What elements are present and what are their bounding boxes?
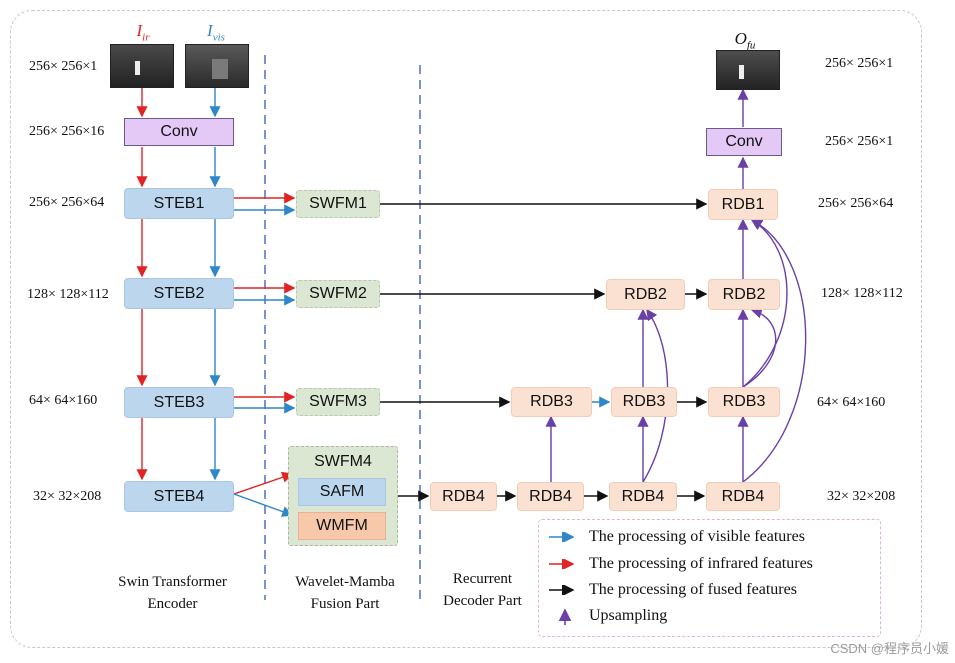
link-ir-steb4-swfm4 [233, 471, 294, 495]
steb4-block: STEB4 [124, 481, 234, 512]
conv-input-block: Conv [124, 118, 234, 146]
rdb3-b-block: RDB3 [611, 387, 677, 417]
fused-image [716, 50, 780, 90]
dim-right-output: 256× 256×1 [825, 56, 894, 71]
swfm3-block: SWFM3 [296, 388, 380, 416]
legend-fused-arrow [549, 585, 575, 595]
legend-upsampling-arrow [558, 608, 572, 625]
legend-visible: The processing of visible features [549, 527, 805, 547]
rdb4-b-block: RDB4 [517, 482, 584, 511]
dim-left-input: 256× 256×1 [29, 59, 98, 74]
rdb1-block: RDB1 [708, 189, 778, 220]
safm-block: SAFM [298, 478, 386, 506]
rdb2-b-block: RDB2 [708, 279, 780, 310]
swfm1-block: SWFM1 [296, 190, 380, 218]
up-rdb4d-rdb1-curve [742, 219, 807, 483]
rdb2-a-block: RDB2 [606, 279, 685, 310]
input-vis-label: Ivis [207, 21, 225, 44]
swfm4-label: SWFM4 [314, 453, 372, 470]
infrared-image [110, 44, 174, 88]
input-ir-label: Iir [136, 21, 150, 44]
dim-right-rdb2: 128× 128×112 [821, 286, 903, 301]
legend-upsampling: Upsampling [549, 606, 667, 626]
rdb4-d-block: RDB4 [706, 482, 780, 511]
rdb4-c-block: RDB4 [609, 482, 677, 511]
rdb3-c-block: RDB3 [708, 387, 780, 417]
link-vis-steb4-swfm4 [233, 493, 294, 517]
legend: The processing of visible features The p… [538, 519, 881, 637]
dim-left-conv: 256× 256×16 [29, 124, 105, 139]
dim-left-steb1: 256× 256×64 [29, 195, 105, 210]
rdb3-a-block: RDB3 [511, 387, 592, 417]
rdb4-a-block: RDB4 [430, 482, 497, 511]
dim-right-rdb1: 256× 256×64 [818, 196, 894, 211]
steb3-block: STEB3 [124, 387, 234, 418]
dim-left-steb4: 32× 32×208 [33, 489, 102, 504]
dim-right-rdb3: 64× 64×160 [817, 395, 886, 410]
diagram-frame [10, 10, 922, 648]
visible-image [185, 44, 249, 88]
up-rdb3c-rdb1-curve [742, 219, 788, 388]
dim-left-steb3: 64× 64×160 [29, 393, 98, 408]
dim-right-conv: 256× 256×1 [825, 134, 894, 149]
legend-fused: The processing of fused features [549, 580, 797, 600]
wmfm-block: WMFM [298, 512, 386, 540]
up-rdb3c-rdb2b-curve [742, 307, 777, 388]
legend-visible-arrow [549, 532, 575, 542]
conv-output-block: Conv [706, 128, 782, 156]
output-label: Ofu [734, 29, 756, 52]
dim-left-steb2: 128× 128×112 [27, 287, 109, 302]
legend-infrared-arrow [549, 559, 575, 569]
steb2-block: STEB2 [124, 278, 234, 309]
watermark: CSDN @程序员小媛 [830, 641, 949, 656]
swfm2-block: SWFM2 [296, 280, 380, 308]
legend-infrared: The processing of infrared features [549, 554, 813, 574]
steb1-block: STEB1 [124, 188, 234, 219]
dim-right-rdb4: 32× 32×208 [827, 489, 896, 504]
